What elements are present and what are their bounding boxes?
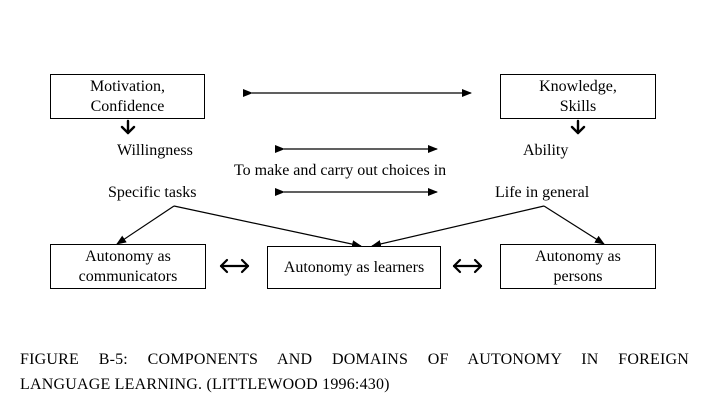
arrow-life-to-persons	[543, 205, 605, 245]
box-persons-line2: persons	[553, 267, 603, 285]
arrow-communicators-learners	[219, 258, 250, 274]
box-learners-line1: Autonomy as learners	[283, 258, 425, 276]
caption-line2: LANGUAGE LEARNING. (LITTLEWOOD 1996:430)	[20, 376, 390, 393]
box-motivation-line1: Motivation,	[89, 77, 166, 95]
label-specific-tasks: Specific tasks	[108, 184, 197, 201]
label-life-in-general: Life in general	[495, 184, 590, 201]
arrow-learners-persons	[452, 258, 483, 274]
label-choices: To make and carry out choices in	[234, 162, 447, 179]
box-autonomy-communicators: Autonomy as communicators	[50, 244, 206, 289]
arrow-down-knowledge	[570, 119, 586, 135]
box-autonomy-persons: Autonomy as persons	[500, 244, 656, 289]
box-knowledge-line2: Skills	[559, 97, 597, 115]
figure-caption: FIGURE B-5: COMPONENTS AND DOMAINS OF AU…	[20, 347, 689, 397]
box-communicators-line2: communicators	[78, 267, 178, 285]
box-knowledge-skills: Knowledge, Skills	[500, 74, 656, 119]
arrow-tasks-to-communicators	[116, 205, 175, 245]
label-willingness: Willingness	[117, 142, 193, 159]
box-communicators-line1: Autonomy as	[85, 247, 171, 265]
box-motivation-line2: Confidence	[90, 97, 165, 115]
box-knowledge-line1: Knowledge,	[539, 77, 617, 95]
label-ability: Ability	[523, 142, 569, 159]
caption-line1: FIGURE B-5: COMPONENTS AND DOMAINS OF AU…	[20, 351, 689, 368]
box-persons-line1: Autonomy as	[535, 247, 621, 265]
box-motivation-confidence: Motivation, Confidence	[50, 74, 205, 119]
arrow-down-motivation	[120, 119, 136, 135]
arrow-tasks-to-learners	[173, 205, 362, 249]
box-autonomy-learners: Autonomy as learners	[267, 246, 441, 289]
arrow-life-to-learners	[371, 205, 545, 248]
